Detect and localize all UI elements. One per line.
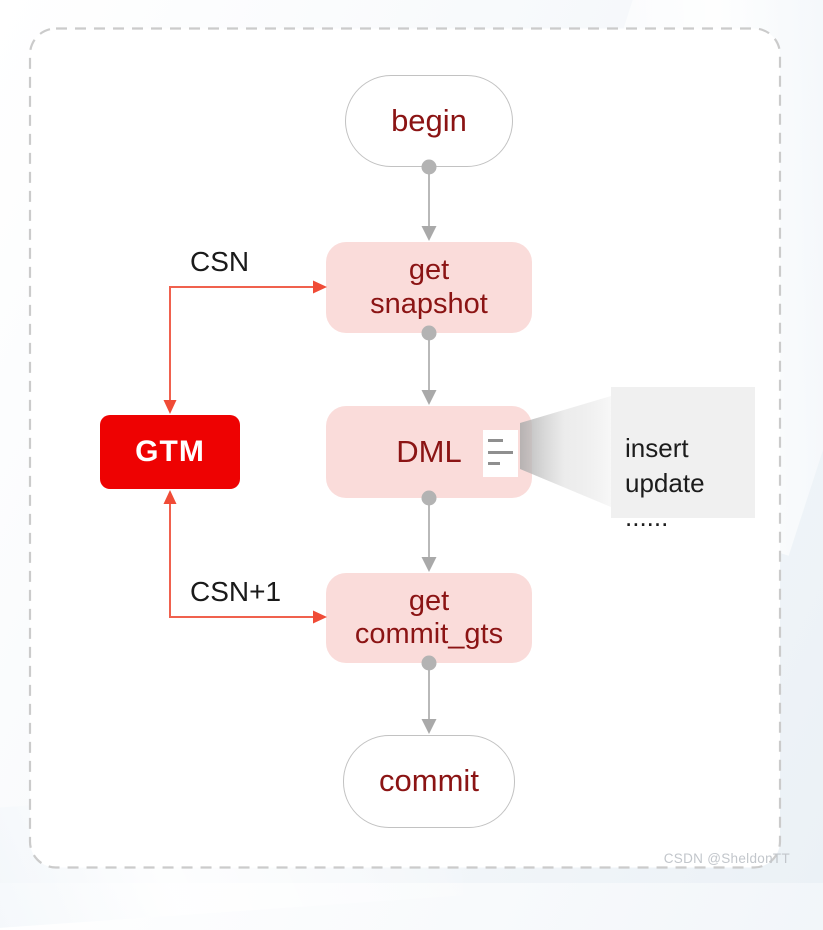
edge-label-csn-plus-1: CSN+1: [190, 576, 282, 607]
node-begin-label: begin: [391, 102, 467, 138]
annotation-text: insert update ......: [625, 433, 705, 532]
node-get-snapshot: get snapshot: [326, 242, 532, 333]
edge-label-csn: CSN: [190, 246, 250, 277]
node-gtm-label: GTM: [135, 435, 205, 468]
node-commit: commit: [343, 735, 515, 828]
nodes-layer: begin get snapshot DML get commit_gts co…: [100, 75, 790, 866]
watermark: CSDN @SheldonTT: [663, 851, 790, 866]
node-get-snapshot-label: get snapshot: [370, 254, 488, 320]
node-dml-label: DML: [396, 434, 462, 470]
node-gtm: GTM: [100, 415, 240, 489]
annotation-box: insert update ......: [611, 387, 755, 532]
document-lines-icon: [483, 430, 518, 477]
node-commit-label: commit: [379, 763, 479, 799]
node-begin: begin: [345, 75, 513, 167]
node-dml: DML: [326, 406, 532, 498]
node-get-commit-gts-label: get commit_gts: [354, 584, 504, 650]
node-get-commit-gts: get commit_gts: [326, 573, 532, 663]
